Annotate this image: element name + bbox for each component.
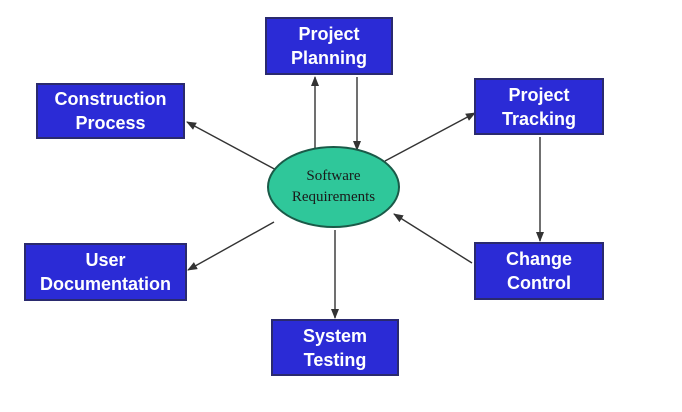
arrow-change-control-to-software-requirements xyxy=(393,213,473,264)
arrow-software-requirements-to-construction-process xyxy=(186,121,281,173)
node-system-testing: System Testing xyxy=(271,319,399,376)
arrow-software-requirements-to-user-documentation xyxy=(187,221,275,271)
node-user-documentation: User Documentation xyxy=(24,243,187,301)
node-construction-process: Construction Process xyxy=(36,83,185,139)
arrow-software-requirements-to-project-tracking xyxy=(384,112,476,162)
node-software-requirements: Software Requirements xyxy=(267,146,400,228)
node-project-tracking: Project Tracking xyxy=(474,78,604,135)
node-project-planning: Project Planning xyxy=(265,17,393,75)
node-change-control: Change Control xyxy=(474,242,604,300)
